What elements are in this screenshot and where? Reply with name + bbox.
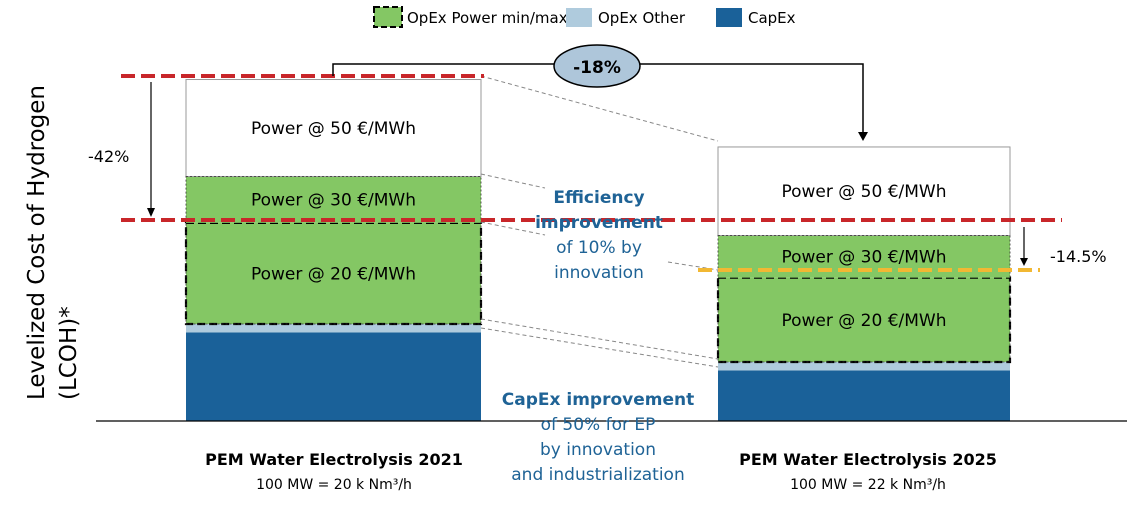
segment-label-2025-3: Power @ 30 €/MWh (781, 248, 946, 268)
bar-segment-2025-0 (718, 370, 1010, 421)
bar-segment-2021-2 (186, 222, 481, 325)
segment-label-2021-3: Power @ 30 €/MWh (251, 191, 416, 211)
bar-segment-2025-2 (718, 277, 1010, 362)
legend-swatch-opex-power (373, 6, 403, 28)
capex-annotation: CapEx improvement of 50% for EP by innov… (502, 390, 694, 485)
efficiency-annotation: Efficiency improvement of 10% by innovat… (535, 188, 663, 283)
y-axis-title-line1: Levelized Cost of Hydrogen (24, 85, 50, 400)
bar-segment-2025-1 (718, 361, 1010, 371)
reduction-total-oval (553, 44, 641, 88)
legend-label-capex: CapEx (748, 9, 796, 27)
legend-label-opex-power: OpEx Power min/max (407, 9, 568, 27)
legend-swatch-capex (716, 8, 742, 27)
category-sublabel-2021: 100 MW = 20 k Nm³/h (256, 477, 412, 493)
svg-text:of 50% for EP: of 50% for EP (541, 415, 656, 435)
reduction-total-arrowhead (858, 132, 868, 141)
bar-segment-2021-4 (185, 79, 482, 177)
category-label-2025: PEM Water Electrolysis 2025 (739, 450, 997, 469)
reduction-2021-label: -42% (88, 147, 129, 166)
svg-text:of 10% by: of 10% by (556, 238, 642, 258)
category-label-2021: PEM Water Electrolysis 2021 (205, 450, 463, 469)
reduction-2025-arrowhead (1020, 258, 1028, 266)
bar-segment-2021-1 (186, 324, 481, 333)
bar-segment-2021-0 (186, 332, 481, 421)
svg-text:innovation: innovation (554, 263, 644, 283)
legend-swatch-opex-other (566, 8, 592, 27)
segment-label-2025-4: Power @ 50 €/MWh (781, 182, 946, 202)
svg-text:and industrialization: and industrialization (511, 465, 684, 485)
svg-text:Efficiency: Efficiency (553, 188, 644, 208)
svg-text:CapEx improvement: CapEx improvement (502, 390, 694, 410)
y-axis-title-line2: (LCOH)* (56, 306, 82, 400)
legend: OpEx Power min/max OpEx Other CapEx (373, 6, 796, 28)
power-max-outline-2021 (185, 176, 482, 325)
reduction-2021-arrowhead (147, 208, 155, 217)
segment-label-2021-2: Power @ 20 €/MWh (251, 264, 416, 284)
power-max-outline-2025 (717, 235, 1011, 363)
reduction-2025-label: -14.5% (1050, 247, 1107, 266)
svg-text:improvement: improvement (535, 213, 663, 233)
segment-label-2021-4: Power @ 50 €/MWh (251, 119, 416, 139)
segment-label-2025-2: Power @ 20 €/MWh (781, 311, 946, 331)
bar-segment-2021-3 (186, 176, 481, 223)
svg-text:by innovation: by innovation (540, 440, 656, 460)
legend-label-opex-other: OpEx Other (598, 9, 686, 27)
reduction-total-label: -18% (573, 58, 621, 78)
category-sublabel-2025: 100 MW = 22 k Nm³/h (790, 477, 946, 493)
